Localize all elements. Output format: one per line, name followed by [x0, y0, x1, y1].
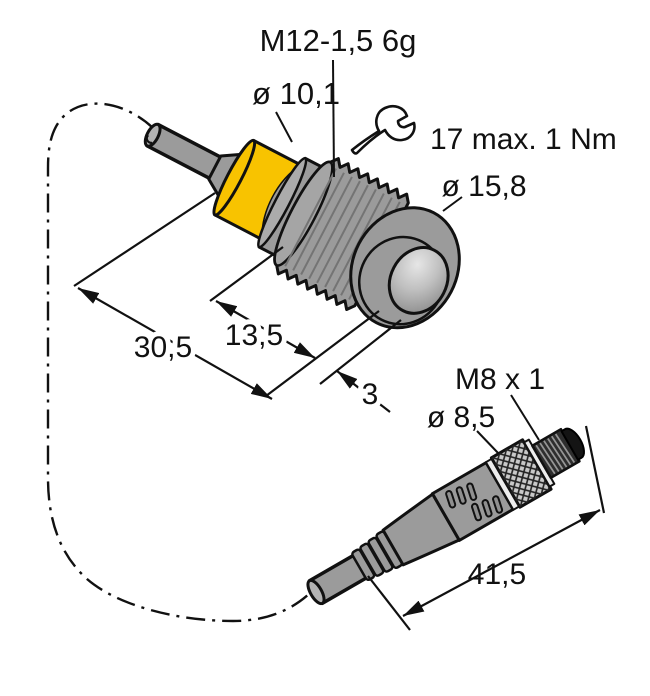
connector-cable [306, 552, 370, 606]
dimension-line-41-5 [402, 509, 601, 617]
label-connector-thread: M8 x 1 [455, 363, 545, 396]
extension-line-nut-end [265, 310, 380, 397]
label-dim-41-5: 41,5 [468, 558, 526, 591]
leader-face-diameter [442, 196, 463, 212]
wrench-icon [350, 104, 416, 155]
sensor-cable-cut-end [143, 122, 162, 148]
sensor-housing-end-cap [212, 138, 257, 217]
sensor-cable-cut-notch [145, 134, 153, 144]
label-dim-3: 3 [362, 378, 379, 411]
sensor-flange-face [257, 156, 308, 249]
dimension-lines [73, 192, 606, 631]
label-sensor-thread: M12-1,5 6g [260, 23, 417, 58]
extension-line-connector-cable [367, 575, 411, 631]
knurl-crosshatch [491, 439, 552, 508]
label-connector-diameter: ø 8,5 [427, 401, 495, 434]
m8-connector-drawing [306, 427, 585, 606]
dimension-line-13-5 [215, 300, 316, 359]
sensor-drawing [143, 122, 461, 330]
leader-body-diameter [275, 111, 293, 143]
extension-line-connector-tip [584, 425, 606, 514]
leader-connector-diameter [476, 430, 500, 455]
label-body-diameter: ø 10,1 [252, 76, 340, 111]
label-face-diameter: ø 15,8 [441, 170, 526, 203]
thread-ridges [535, 433, 576, 475]
connector-nose-cap [560, 427, 585, 461]
connector-cable-cut-end [306, 578, 326, 606]
sensor-lens-dome [387, 246, 450, 315]
leader-lines [275, 59, 540, 455]
extension-line-housing-start [73, 192, 216, 287]
leader-m12-thread [332, 59, 335, 178]
extension-line-face-front [319, 319, 402, 385]
label-dim-30-5: 30,5 [134, 331, 192, 364]
nut-left-face [273, 160, 334, 267]
sensor-face [349, 206, 461, 330]
dimension-line-30-5 [77, 287, 273, 400]
label-wrench-torque: 17 max. 1 Nm [430, 123, 617, 156]
phantom-centerline [46, 102, 310, 623]
extension-line-flange [209, 246, 284, 302]
dimension-line-3 [336, 370, 391, 413]
label-dim-13-5: 13,5 [225, 319, 283, 352]
connector-knurl [489, 438, 553, 509]
leader-m8-thread [510, 394, 540, 441]
